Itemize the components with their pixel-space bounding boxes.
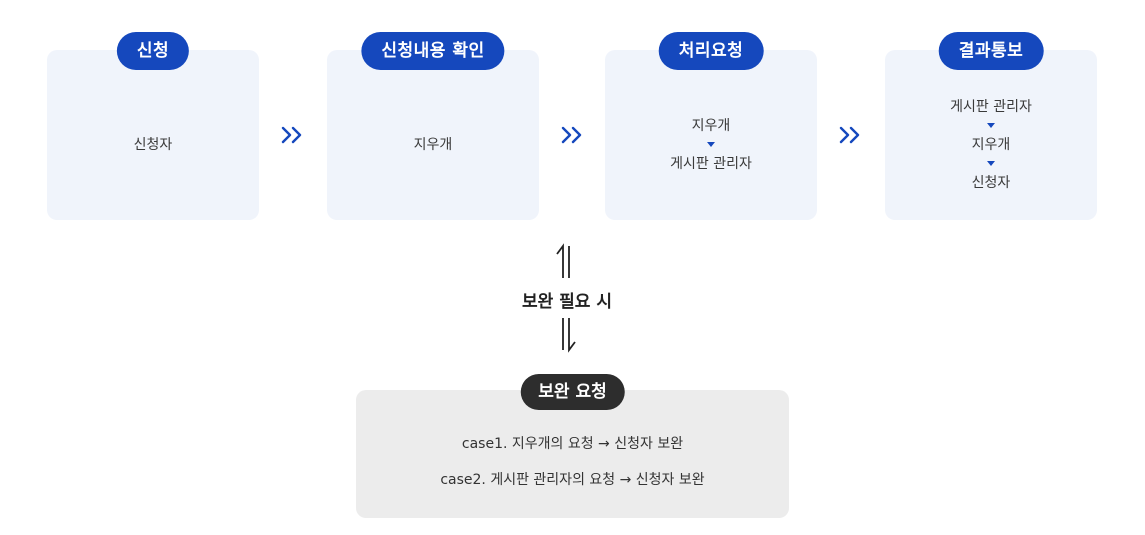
double-chevron-right-icon bbox=[281, 126, 302, 144]
step-body: 신청자 bbox=[47, 70, 259, 220]
step-title-badge: 신청내용 확인 bbox=[361, 32, 505, 70]
up-arrow-icon bbox=[556, 243, 570, 278]
double-chevron-right-icon bbox=[839, 126, 860, 144]
supplement-request-box: 보완 요청 case1. 지우개의 요청 → 신청자 보완 case2. 게시판… bbox=[356, 374, 789, 518]
step-body: 지우개 bbox=[327, 70, 539, 220]
step-line: 신청자 bbox=[971, 175, 1011, 191]
step-line: 지우개 bbox=[413, 137, 453, 153]
supplement-case-2: case2. 게시판 관리자의 요청 → 신청자 보완 bbox=[440, 472, 705, 488]
step-title-badge: 결과통보 bbox=[938, 32, 1044, 70]
step-card-process: 처리요청 지우개 게시판 관리자 bbox=[605, 32, 817, 220]
step-line: 지우개 bbox=[971, 137, 1011, 153]
step-line: 게시판 관리자 bbox=[670, 156, 752, 172]
supplement-cases: case1. 지우개의 요청 → 신청자 보완 case2. 게시판 관리자의 … bbox=[356, 434, 789, 506]
step-body: 게시판 관리자 지우개 신청자 bbox=[885, 70, 1097, 220]
step-title-badge: 처리요청 bbox=[658, 32, 764, 70]
step-body: 지우개 게시판 관리자 bbox=[605, 70, 817, 220]
supplement-title-badge: 보완 요청 bbox=[520, 374, 625, 410]
down-arrow-icon bbox=[562, 318, 576, 353]
supplement-case-1: case1. 지우개의 요청 → 신청자 보완 bbox=[461, 436, 684, 452]
step-card-result: 결과통보 게시판 관리자 지우개 신청자 bbox=[885, 32, 1097, 220]
step-title-badge: 신청 bbox=[116, 32, 190, 70]
step-card-apply: 신청 신청자 bbox=[47, 32, 259, 220]
step-card-review: 신청내용 확인 지우개 bbox=[327, 32, 539, 220]
double-chevron-right-icon bbox=[561, 126, 582, 144]
step-line: 게시판 관리자 bbox=[950, 99, 1032, 115]
triangle-down-icon bbox=[707, 142, 715, 147]
triangle-down-icon bbox=[987, 123, 995, 128]
triangle-down-icon bbox=[987, 161, 995, 166]
step-line: 지우개 bbox=[691, 118, 731, 134]
step-line: 신청자 bbox=[133, 137, 173, 153]
supplement-needed-label: 보완 필요 시 bbox=[521, 292, 613, 312]
